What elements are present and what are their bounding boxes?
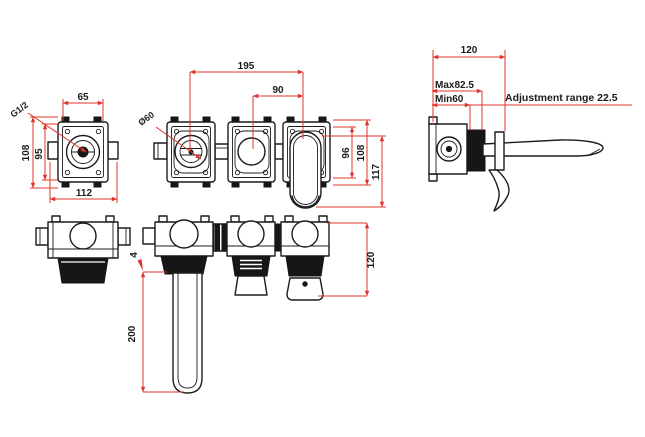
dim-hole-spacing: 65 [77,92,89,103]
dim-spout-length: 200 [127,325,138,342]
escutcheon-diameter-label: Ø60 [136,110,156,128]
dim-wall-gap: 4 [129,252,140,258]
min-depth-label: Min60 [435,94,464,105]
dim-handle-spacing: 90 [272,85,284,96]
installed-set-view: 4 200 120 [127,215,377,394]
dim-handle-height: 120 [366,251,377,268]
thread-label: G1/2 [8,100,30,120]
dim-hole-height: 95 [34,148,45,160]
dim-plate-height: 108 [21,144,32,161]
dim-overall-span: 195 [238,61,255,72]
spout-side-view: 120 Max82.5 Min60 Adjustment range 22.5 [428,45,632,212]
dim-height-inner: 96 [341,147,352,159]
dim-spout-reach: 120 [461,45,478,56]
valve-front-view: 65 112 108 95 G1/2 [8,92,119,203]
max-depth-label: Max82.5 [435,80,474,91]
dim-plate-width: 112 [76,188,93,199]
adjustment-range-label: Adjustment range 22.5 [505,92,618,104]
trim-front-view: 195 90 Ø60 96 108 117 [136,61,386,209]
valve-bottom-view [35,215,131,284]
dim-height-outer: 108 [356,144,367,161]
dim-height-total: 117 [371,163,382,180]
